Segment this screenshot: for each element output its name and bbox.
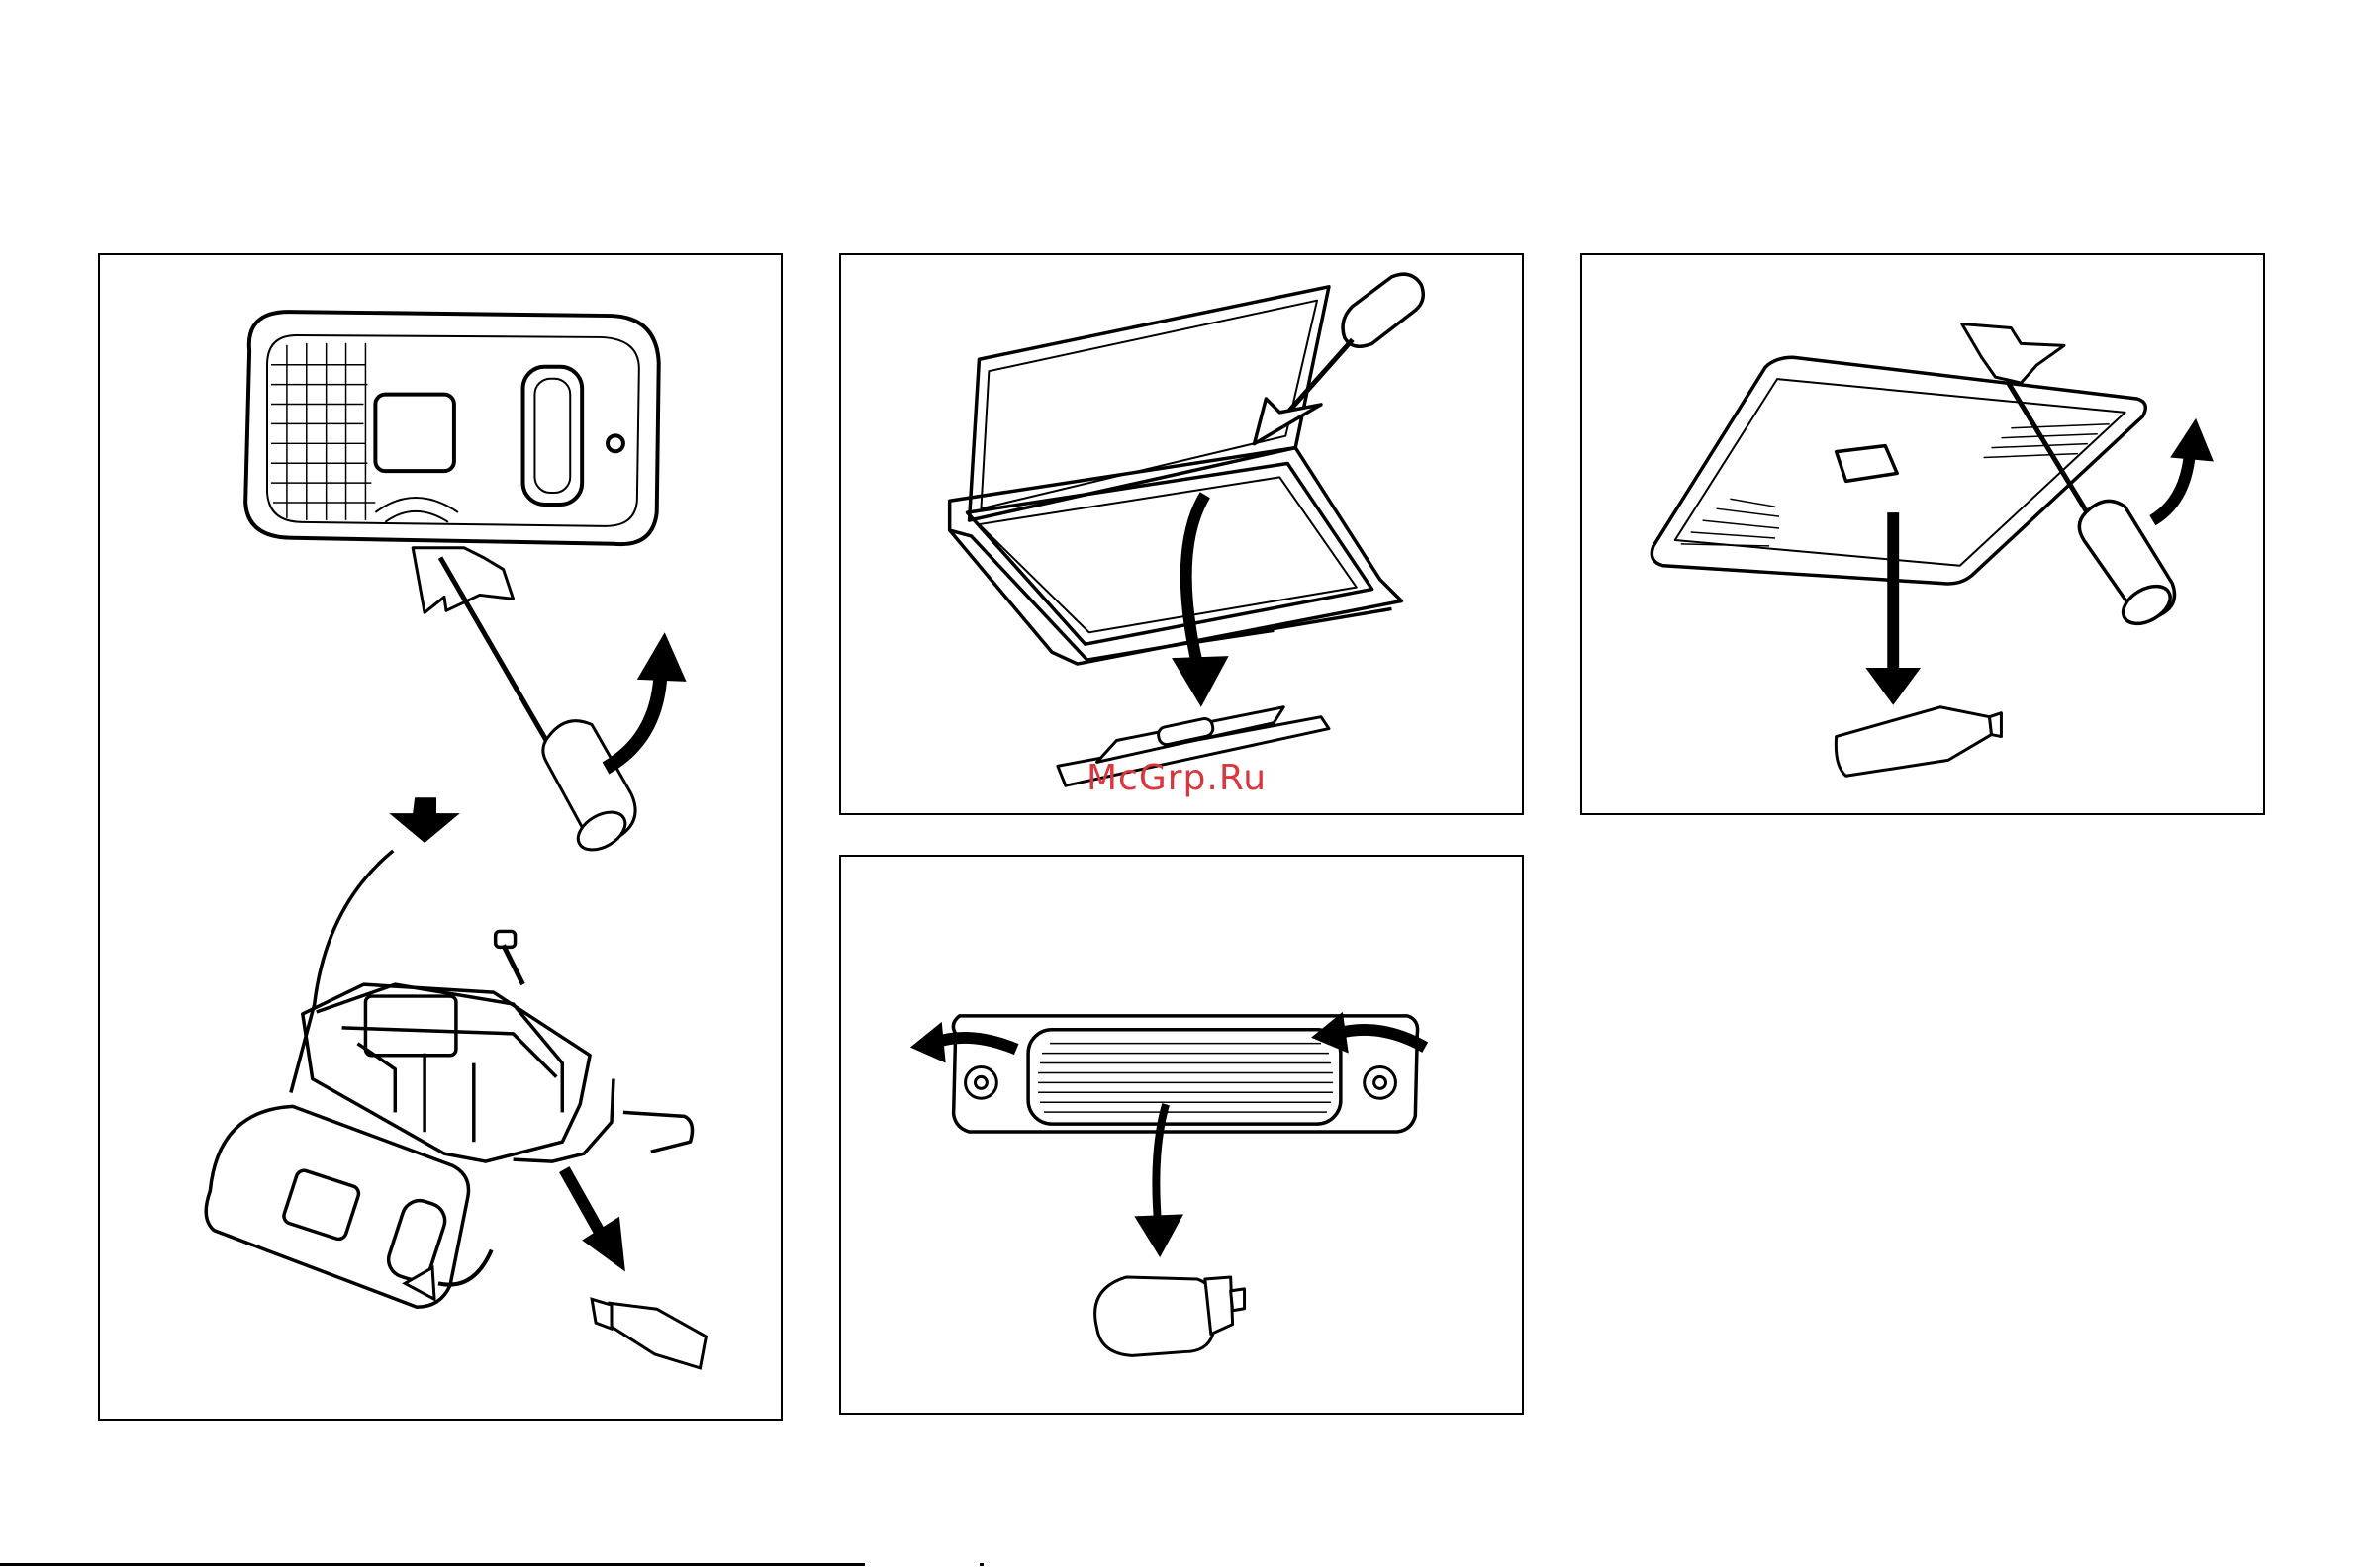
footer-rule [0,1563,865,1566]
watermark-text: McGrp.Ru [1086,758,1267,798]
figure-license-lamp [839,855,1524,1415]
figure-room-lamp [1580,253,2265,815]
map-light-illustration [100,255,781,1419]
footer-mark [980,1563,984,1566]
license-lamp-illustration [841,857,1522,1413]
vanity-lamp-illustration [841,255,1522,813]
figure-vanity-lamp [839,253,1524,815]
figure-map-light [98,253,783,1421]
room-lamp-illustration [1582,255,2263,813]
